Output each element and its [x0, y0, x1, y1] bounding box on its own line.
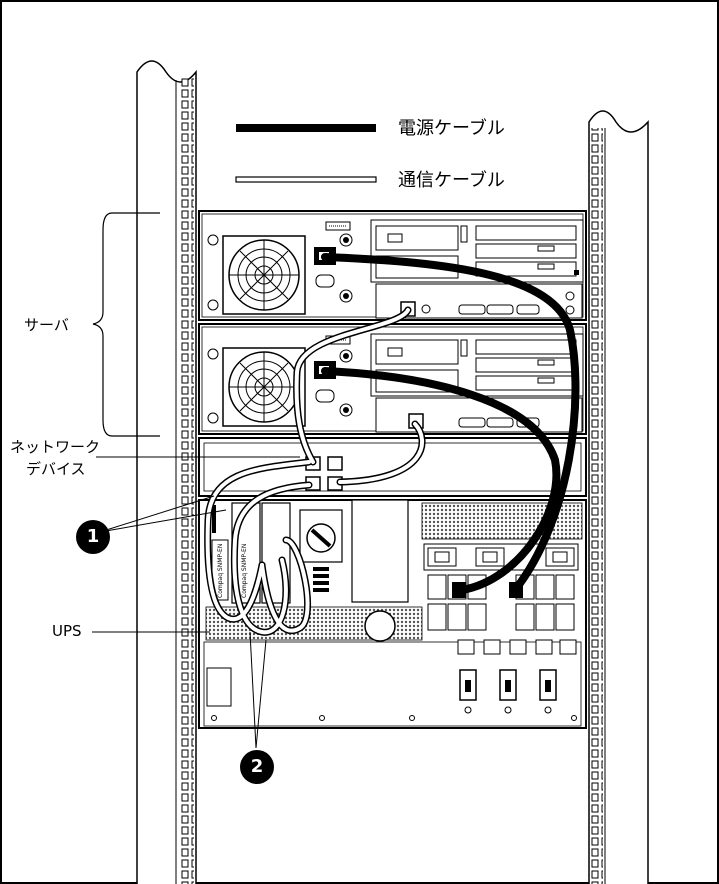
legend-comm-label: 通信ケーブル [398, 170, 505, 191]
ups-breakers [457, 639, 577, 714]
ups-label: UPS [52, 622, 82, 640]
left-rack-rail [136, 60, 197, 884]
server-bracket [92, 212, 160, 437]
card-label-2: Compaq SNMP-EN [241, 544, 248, 598]
legend-power-line [236, 124, 376, 132]
network-device-label-line1: ネットワーク [10, 438, 101, 456]
leader-lines [92, 456, 300, 749]
communication-cables [204, 306, 426, 636]
callout-1: 1 [76, 520, 110, 554]
network-device-label-line2: デバイス [26, 460, 86, 478]
right-rack-rail [588, 110, 649, 884]
callout-2: 2 [240, 750, 274, 784]
legend-power-label: 電源ケーブル [398, 118, 505, 139]
ups-unit: Compaq SNMP-EN Compaq SNMP-EN [198, 499, 587, 729]
fan-2 [222, 347, 306, 427]
fan-1 [222, 235, 306, 315]
legend-comm-line [235, 176, 377, 183]
ups-outlets [427, 547, 575, 631]
card-label-1: Compaq SNMP-EN [217, 544, 224, 598]
power-cables [321, 253, 580, 594]
server-label: サーバ [24, 316, 69, 334]
server-1 [198, 210, 587, 321]
